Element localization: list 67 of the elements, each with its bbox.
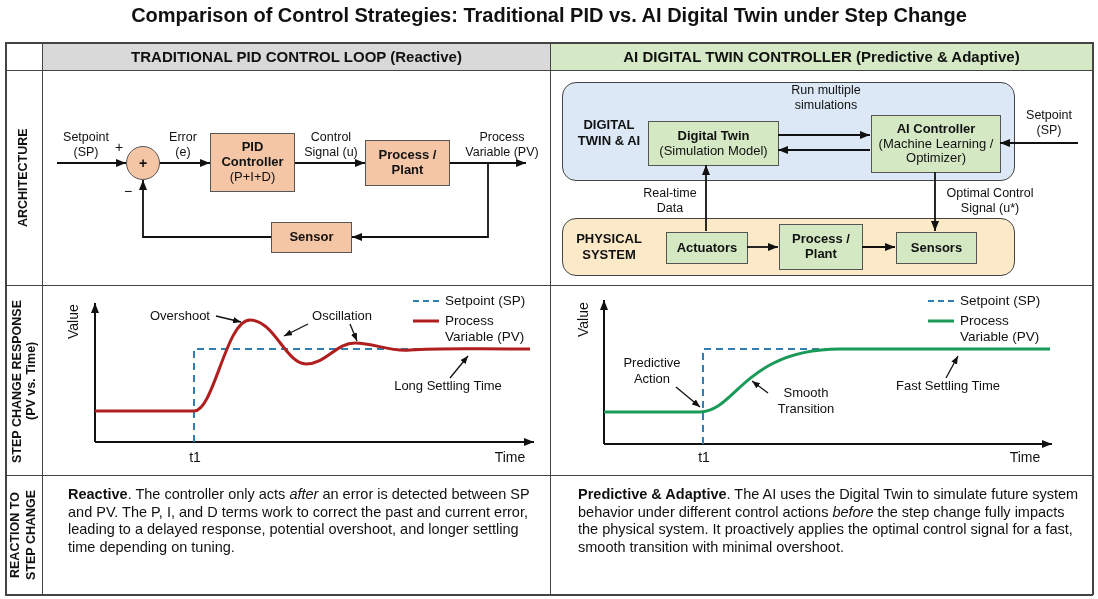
- annotation-text: Oscillation: [304, 308, 380, 324]
- axis-label: Value: [574, 301, 592, 340]
- summing-junction: +: [126, 146, 160, 180]
- axis-label: Time: [493, 450, 527, 467]
- description-text: Predictive & Adaptive. The AI uses the Digital Twin to simulate future system behavior under different control actions before the step change fully impacts the physical system. It proactively applies the optimal control signal for a fast, smooth transition with minimal overshoot.: [578, 486, 1080, 558]
- group-title: DIGITAL TWIN & AI: [576, 117, 642, 149]
- row-header: REACTION TO STEP CHANGE: [8, 488, 39, 583]
- group-panel: [562, 218, 1015, 276]
- process-box: Sensors: [896, 232, 977, 264]
- process-box: Process / Plant: [365, 140, 450, 186]
- axis-tick-label: t1: [697, 450, 711, 467]
- process-box: Actuators: [666, 232, 748, 264]
- arrow: [702, 164, 710, 232]
- axis-label: Time: [1008, 450, 1042, 467]
- arrow: [746, 243, 779, 251]
- minus-sign: −: [122, 184, 134, 200]
- process-box: Process / Plant: [779, 224, 863, 270]
- edge-label: Setpoint (SP): [1025, 108, 1073, 138]
- arrow: [931, 171, 939, 232]
- column-header: AI DIGITAL TWIN CONTROLLER (Predictive & Adaptive): [551, 43, 1092, 70]
- legend-label: Process Variable (PV): [960, 313, 1041, 346]
- leader-line: [283, 323, 309, 337]
- arrow: [56, 159, 127, 167]
- leader-line: [349, 323, 358, 342]
- row-header: ARCHITECTURE: [15, 127, 32, 230]
- arrow: [777, 146, 871, 154]
- annotation-text: Long Settling Time: [384, 378, 512, 394]
- group-title: PHYSICAL SYSTEM: [575, 231, 643, 263]
- title: Comparison of Control Strategies: Traditional PID vs. AI Digital Twin under Step Change: [130, 4, 968, 27]
- annotation-text: Fast Settling Time: [886, 378, 1010, 394]
- plus-sign: +: [113, 140, 125, 156]
- edge-label: Optimal Control Signal (u*): [945, 186, 1035, 216]
- column-header: TRADITIONAL PID CONTROL LOOP (Reactive): [43, 43, 550, 70]
- legend-label: Process Variable (PV): [445, 313, 526, 346]
- legend-label: Setpoint (SP): [960, 293, 1042, 310]
- process-box: AI Controller (Machine Learning / Optimizer): [871, 115, 1001, 173]
- leader-line: [215, 315, 242, 324]
- legend-label: Setpoint (SP): [445, 293, 527, 310]
- axis-label: Value: [64, 303, 82, 342]
- arrow: [294, 159, 366, 167]
- row-header: STEP CHANGE RESPONSE: [9, 298, 26, 465]
- leader-line: [751, 380, 769, 394]
- arrow: [777, 131, 871, 139]
- edge-label: Real-time Data: [642, 186, 698, 216]
- row-header: (PV vs. Time): [24, 340, 40, 423]
- edge-label: Run multiple simulations: [790, 83, 862, 113]
- annotation-text: Overshoot: [144, 308, 216, 324]
- process-box: PID Controller (P+I+D): [210, 133, 295, 192]
- arrow: [159, 159, 211, 167]
- axis-tick-label: t1: [188, 450, 202, 467]
- leader-line: [675, 386, 701, 408]
- arrow: [139, 179, 272, 238]
- edge-label: Error (e): [168, 130, 198, 160]
- edge-label: Process Variable (PV): [464, 130, 540, 160]
- description-text: Reactive. The controller only acts after an error is detected between SP and PV. The P, I, and D terms work to correct the past and current error, leading to a delayed response, potential overshoot, and longer settling time depending on tuning.: [68, 486, 531, 558]
- annotation-text: Predictive Action: [612, 355, 692, 387]
- annotation-text: Smooth Transition: [768, 385, 844, 417]
- leader-line: [449, 355, 469, 379]
- arrow: [861, 243, 896, 251]
- arrow: [351, 162, 489, 241]
- process-box: Sensor: [271, 222, 352, 253]
- process-box: Digital Twin (Simulation Model): [648, 121, 779, 166]
- edge-label: Control Signal (u): [303, 130, 359, 160]
- group-panel: [562, 82, 1015, 181]
- arrow: [999, 139, 1079, 147]
- leader-line: [945, 355, 959, 379]
- edge-label: Setpoint (SP): [62, 130, 110, 160]
